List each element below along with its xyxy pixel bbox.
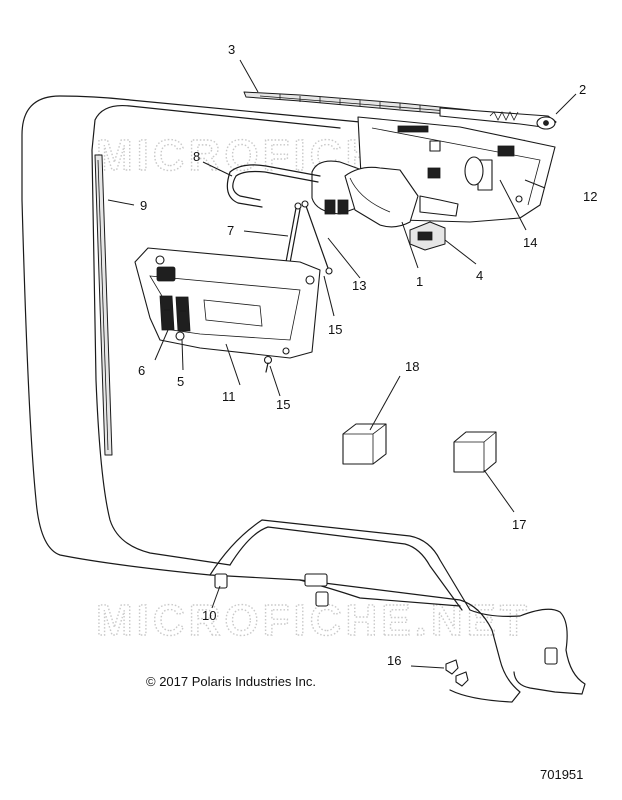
callout-11: 11: [222, 389, 236, 404]
watermark-bottom: MICROFICHE.NET: [96, 596, 531, 645]
callout-8: 8: [193, 149, 200, 164]
callout-labels: 3 2 8 9 7 12 14 1 4 13 15 6 5 11 15 18 1…: [138, 42, 597, 668]
panel-screw: [175, 331, 185, 341]
document-number: 701951: [540, 767, 584, 782]
callout-12: 12: [583, 189, 597, 204]
callout-18: 18: [405, 359, 419, 374]
callout-1: 1: [416, 274, 423, 289]
bulk-item-block-18: [342, 423, 387, 465]
callout-13: 13: [352, 278, 366, 293]
callout-15b: 15: [276, 397, 290, 412]
callout-2: 2: [579, 82, 586, 97]
callout-6: 6: [138, 363, 145, 378]
washer-hose: [226, 164, 321, 208]
callout-14: 14: [523, 235, 537, 250]
fastener-screw: [263, 355, 273, 373]
rocker-switches: [159, 295, 191, 332]
linkage-rod: [284, 202, 302, 268]
callout-10: 10: [202, 608, 216, 623]
callout-17: 17: [512, 517, 526, 532]
wiper-arm: [439, 107, 557, 130]
bracket-rod: [301, 200, 333, 275]
bulk-item-block-17: [453, 431, 497, 473]
copyright-notice: © 2017 Polaris Industries Inc.: [146, 674, 316, 689]
callout-9: 9: [140, 198, 147, 213]
wiper-motor: [311, 160, 459, 228]
harness-connector: [304, 573, 328, 587]
sealing-strip: [94, 154, 113, 456]
callout-7: 7: [227, 223, 234, 238]
callout-5: 5: [177, 374, 184, 389]
callout-3: 3: [228, 42, 235, 57]
relay: [409, 221, 446, 251]
harness-clip: [214, 573, 228, 589]
wire-harness: [21, 95, 586, 703]
leader-lines: [107, 59, 577, 669]
callout-15a: 15: [328, 322, 342, 337]
push-fasteners: [445, 659, 469, 687]
callout-16: 16: [387, 653, 401, 668]
callout-4: 4: [476, 268, 483, 283]
wiper-blade-assembly: [243, 91, 473, 117]
